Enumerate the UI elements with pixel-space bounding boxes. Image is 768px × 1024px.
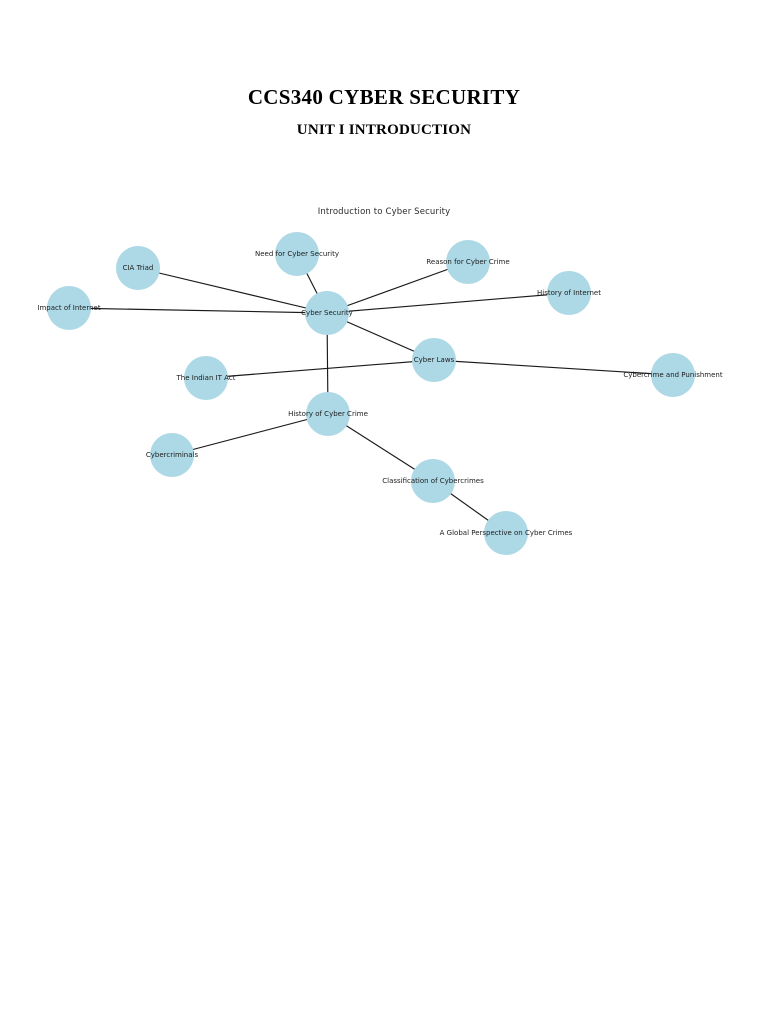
- graph-node[interactable]: Cybercriminals: [146, 433, 199, 477]
- graph-node[interactable]: Cyber Security: [301, 291, 353, 335]
- node-label: Cybercriminals: [146, 451, 199, 459]
- graph-node[interactable]: Cyber Laws: [412, 338, 456, 382]
- node-circle[interactable]: [651, 353, 695, 397]
- page-subtitle: UNIT I INTRODUCTION: [296, 122, 472, 138]
- node-circle[interactable]: [412, 338, 456, 382]
- graph-edge: [326, 292, 570, 314]
- graph-node[interactable]: History of Internet: [537, 271, 601, 315]
- node-circle[interactable]: [306, 392, 350, 436]
- node-label: Reason for Cyber Crime: [426, 258, 509, 266]
- node-label: History of Cyber Crime: [288, 410, 368, 418]
- node-circle[interactable]: [547, 271, 591, 315]
- graph-edge: [433, 359, 674, 376]
- node-label: CIA Triad: [123, 264, 154, 272]
- graph-node[interactable]: Reason for Cyber Crime: [426, 240, 510, 284]
- node-circle[interactable]: [484, 511, 528, 555]
- graph-node[interactable]: Need for Cyber Security: [255, 232, 339, 276]
- graph-edge: [137, 267, 328, 314]
- node-circle[interactable]: [150, 433, 194, 477]
- page-title: CCS340 CYBER SECURITY: [247, 85, 521, 109]
- graph-node[interactable]: A Global Perspective on Cyber Crimes: [440, 511, 573, 555]
- node-circle[interactable]: [305, 291, 349, 335]
- node-circle[interactable]: [47, 286, 91, 330]
- node-circle[interactable]: [275, 232, 319, 276]
- node-label: History of Internet: [537, 289, 601, 297]
- graph-edge: [171, 413, 329, 456]
- graph-edge: [326, 261, 469, 314]
- graph-node[interactable]: Classification of Cybercrimes: [382, 459, 484, 503]
- node-circle[interactable]: [184, 356, 228, 400]
- node-circle[interactable]: [116, 246, 160, 290]
- node-circle[interactable]: [411, 459, 455, 503]
- node-label: Impact of Internet: [37, 304, 100, 312]
- graph-node[interactable]: The Indian IT Act: [176, 356, 236, 400]
- graph-node[interactable]: History of Cyber Crime: [288, 392, 368, 436]
- graph-node[interactable]: Cybercrime and Punishment: [623, 353, 723, 397]
- node-label: Cybercrime and Punishment: [623, 371, 722, 379]
- node-label: Cyber Security: [301, 309, 353, 317]
- diagram-title: Introduction to Cyber Security: [317, 207, 451, 217]
- node-label: Cyber Laws: [414, 356, 455, 364]
- graph-edge: [205, 359, 435, 379]
- graph-node[interactable]: CIA Triad: [116, 246, 160, 290]
- node-label: Need for Cyber Security: [255, 250, 339, 258]
- concept-map: Introduction to Cyber Security Cyber Sec…: [0, 195, 768, 575]
- node-label: Classification of Cybercrimes: [382, 477, 484, 485]
- node-label: The Indian IT Act: [176, 374, 236, 382]
- node-label: A Global Perspective on Cyber Crimes: [440, 529, 573, 537]
- node-circle[interactable]: [446, 240, 490, 284]
- graph-edge: [68, 307, 328, 314]
- graph-node[interactable]: Impact of Internet: [37, 286, 101, 330]
